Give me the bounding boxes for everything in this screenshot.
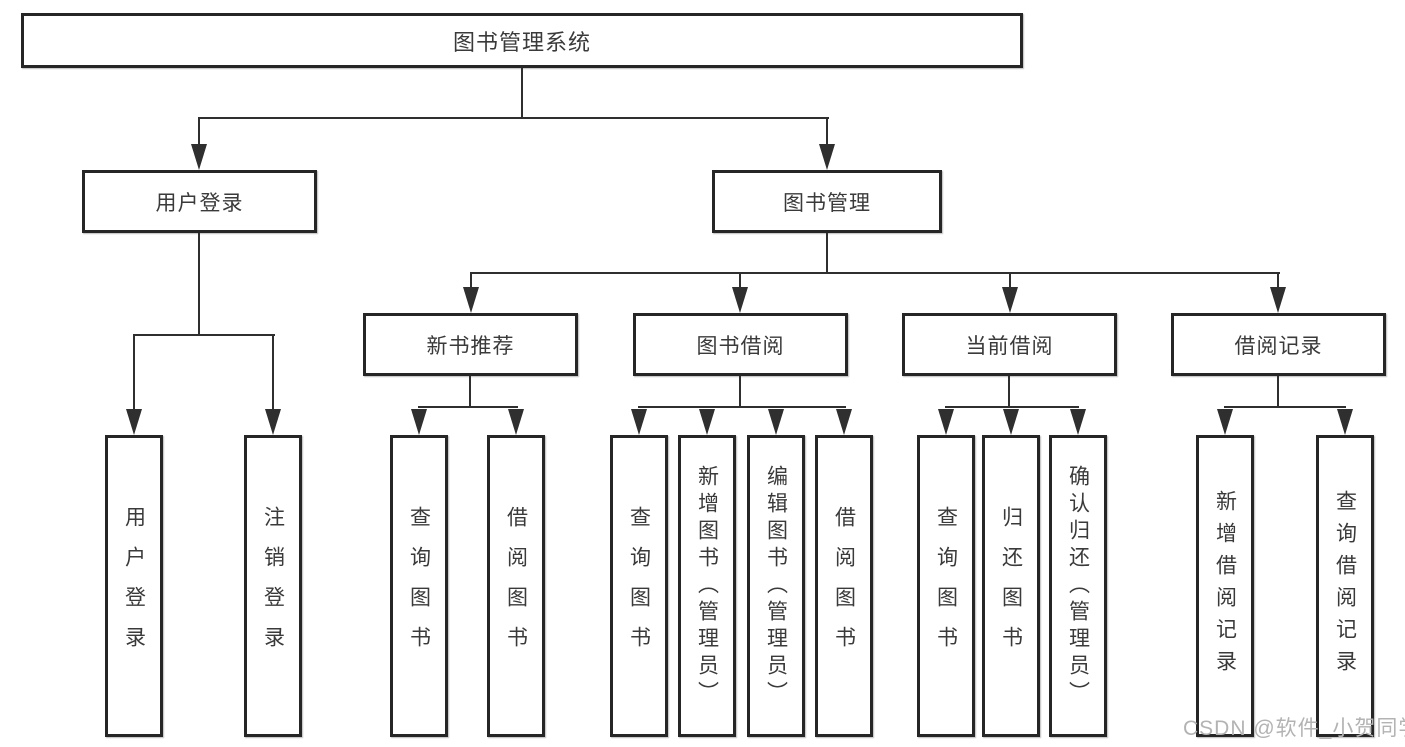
- watermark: CSDN @软件_小贺同学: [1183, 717, 1405, 740]
- connector-drop-book-management: [826, 117, 828, 145]
- leaf-return-books-label: 归还图书: [999, 506, 1023, 666]
- connector-new-book-recommend-stem: [469, 376, 471, 408]
- leaf-user-login: 用户登录: [105, 435, 163, 737]
- connector-book-borrow-rail: [638, 406, 846, 408]
- arrowhead-leaf-edit-books-admin: [768, 409, 784, 435]
- leaf-add-borrow-record-label: 新增借阅记录: [1213, 490, 1237, 682]
- leaf-confirm-return-admin-label: 确认归还（管理员）: [1066, 464, 1090, 708]
- leaf-query-books-2: 查询图书: [610, 435, 668, 737]
- leaf-edit-books-admin: 编辑图书（管理员）: [747, 435, 805, 737]
- arrowhead-leaf-query-books-2: [631, 409, 647, 435]
- leaf-query-books-1-label: 查询图书: [407, 506, 431, 666]
- arrowhead-leaf-confirm-return-admin: [1070, 409, 1086, 435]
- leaf-query-books-3-label: 查询图书: [934, 506, 958, 666]
- arrowhead-book-management: [819, 144, 835, 170]
- arrowhead-leaf-query-books-3: [938, 409, 954, 435]
- leaf-confirm-return-admin: 确认归还（管理员）: [1049, 435, 1107, 737]
- connector-drop-new-book-recommend: [470, 272, 472, 288]
- node-borrow-records-label: 借阅记录: [1234, 334, 1323, 358]
- connector-user-login-stem: [198, 233, 200, 336]
- connector-root-stem: [521, 68, 523, 118]
- arrowhead-new-book-recommend: [463, 287, 479, 313]
- leaf-logout: 注销登录: [244, 435, 302, 737]
- leaf-add-borrow-record: 新增借阅记录: [1196, 435, 1254, 737]
- node-book-management: 图书管理: [712, 170, 942, 233]
- node-user-login-label: 用户登录: [155, 191, 244, 215]
- connector-drop-leaf-logout: [272, 334, 274, 409]
- connector-user-login-rail: [133, 334, 275, 336]
- leaf-query-books-2-label: 查询图书: [627, 506, 651, 666]
- leaf-query-books-3: 查询图书: [917, 435, 975, 737]
- leaf-add-books-admin: 新增图书（管理员）: [678, 435, 736, 737]
- node-new-book-recommend: 新书推荐: [363, 313, 578, 376]
- arrowhead-leaf-add-borrow-record: [1217, 409, 1233, 435]
- connector-book-borrow-stem: [739, 376, 741, 408]
- node-root-label: 图书管理系统: [452, 29, 591, 55]
- connector-new-book-recommend-rail: [418, 406, 518, 408]
- node-root: 图书管理系统: [21, 13, 1023, 68]
- leaf-query-borrow-record-label: 查询借阅记录: [1333, 490, 1357, 682]
- arrowhead-current-borrow: [1002, 287, 1018, 313]
- node-new-book-recommend-label: 新书推荐: [426, 334, 515, 358]
- arrowhead-leaf-borrow-books-2: [836, 409, 852, 435]
- leaf-query-borrow-record: 查询借阅记录: [1316, 435, 1374, 737]
- arrowhead-user-login: [191, 144, 207, 170]
- node-current-borrow: 当前借阅: [902, 313, 1117, 376]
- arrowhead-leaf-add-books-admin: [699, 409, 715, 435]
- arrowhead-leaf-borrow-books-1: [508, 409, 524, 435]
- leaf-user-login-label: 用户登录: [122, 506, 146, 666]
- arrowhead-book-borrow: [732, 287, 748, 313]
- connector-borrow-records-stem: [1277, 376, 1279, 408]
- connector-book-management-rail: [470, 272, 1280, 274]
- node-book-borrow-label: 图书借阅: [696, 334, 785, 358]
- leaf-borrow-books-1-label: 借阅图书: [504, 506, 528, 666]
- arrowhead-leaf-logout: [265, 409, 281, 435]
- arrowhead-leaf-return-books: [1003, 409, 1019, 435]
- node-borrow-records: 借阅记录: [1171, 313, 1386, 376]
- connector-current-borrow-stem: [1008, 376, 1010, 408]
- connector-drop-current-borrow: [1009, 272, 1011, 288]
- connector-drop-book-borrow: [739, 272, 741, 288]
- arrowhead-leaf-query-books-1: [411, 409, 427, 435]
- connector-current-borrow-rail: [945, 406, 1079, 408]
- connector-drop-user-login: [198, 117, 200, 145]
- arrowhead-leaf-query-borrow-record: [1337, 409, 1353, 435]
- leaf-borrow-books-2: 借阅图书: [815, 435, 873, 737]
- leaf-borrow-books-1: 借阅图书: [487, 435, 545, 737]
- node-user-login: 用户登录: [82, 170, 317, 233]
- leaf-query-books-1: 查询图书: [390, 435, 448, 737]
- connector-drop-borrow-records: [1277, 272, 1279, 288]
- connector-drop-leaf-user-login: [133, 334, 135, 409]
- leaf-logout-label: 注销登录: [261, 506, 285, 666]
- leaf-add-books-admin-label: 新增图书（管理员）: [695, 464, 719, 708]
- arrowhead-leaf-user-login: [126, 409, 142, 435]
- leaf-edit-books-admin-label: 编辑图书（管理员）: [764, 464, 788, 708]
- connector-root-rail: [198, 117, 829, 119]
- leaf-return-books: 归还图书: [982, 435, 1040, 737]
- leaf-borrow-books-2-label: 借阅图书: [832, 506, 856, 666]
- node-book-borrow: 图书借阅: [633, 313, 848, 376]
- connector-borrow-records-rail: [1224, 406, 1346, 408]
- arrowhead-borrow-records: [1270, 287, 1286, 313]
- node-book-management-label: 图书管理: [783, 191, 871, 215]
- node-current-borrow-label: 当前借阅: [965, 334, 1054, 358]
- connector-book-management-stem: [826, 233, 828, 274]
